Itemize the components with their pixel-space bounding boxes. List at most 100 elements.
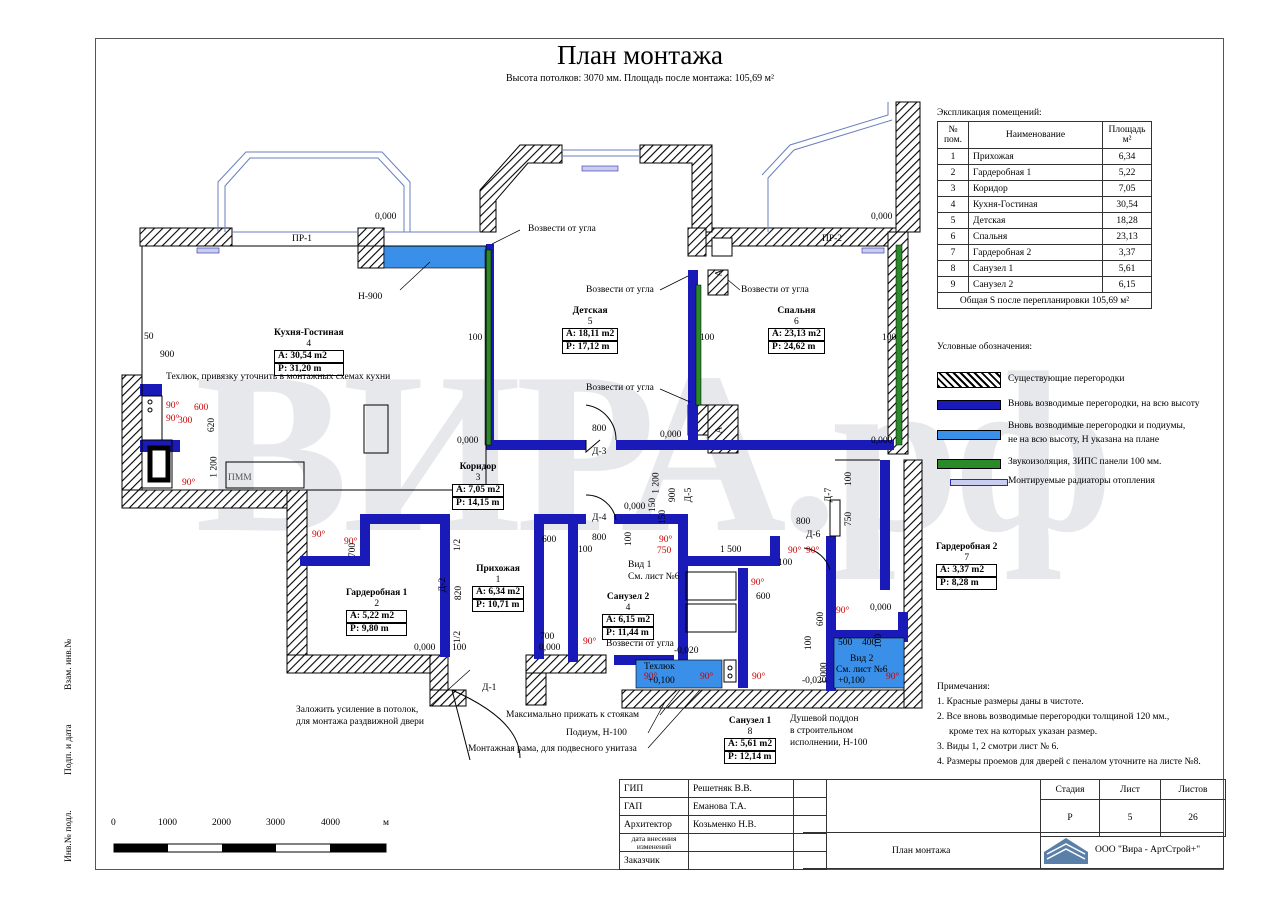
wall-existing: [525, 654, 607, 674]
wall-new: [880, 460, 890, 590]
dim: 600: [542, 535, 557, 545]
notes: Примечания: 1. Красные размеры даны в чи…: [937, 682, 1201, 767]
dim: 1 500: [720, 545, 742, 555]
wall-new: [770, 536, 780, 566]
wall-existing: [479, 144, 563, 233]
label-tehlyuk: Техлюк: [644, 662, 675, 672]
label-pr1: ПР-1: [292, 234, 313, 244]
wall-existing: [687, 227, 707, 257]
dim: 0,000: [871, 436, 893, 446]
note-montazh-rama: Монтажная рама, для подвесного унитаза: [468, 744, 637, 754]
dim: 100: [452, 643, 467, 653]
dim: 100: [882, 333, 897, 343]
title-block-divider: [803, 832, 1040, 833]
door-d6: Д-6: [806, 530, 821, 540]
legend-radiator: Монтируемые радиаторы отопления: [1008, 476, 1155, 486]
dim-angle: 90°: [644, 672, 658, 682]
legend-new: Вновь возводимые перегородки, на всю выс…: [1008, 399, 1200, 409]
dim: 100: [778, 558, 793, 568]
dim: +0,100: [648, 676, 675, 686]
wall-existing: [621, 689, 923, 709]
dim: 1/2: [453, 630, 464, 644]
radiator: [196, 247, 220, 254]
note-podium: Подиум, Н-100: [566, 728, 627, 738]
scale-bar: [113, 843, 387, 853]
dim: 1 200: [209, 456, 220, 478]
scale-label: 2000: [212, 818, 231, 828]
legend-swatch-new: [937, 400, 1001, 410]
dim-angle: 90°: [312, 530, 326, 540]
dim: 150: [648, 497, 659, 513]
company-cell: [1040, 832, 1224, 869]
company-logo: [1044, 838, 1088, 864]
dim-red: 300: [178, 416, 193, 426]
legend-swatch-radiator: [950, 479, 1008, 486]
sound-insulation: [895, 244, 903, 446]
dim: 900: [160, 350, 175, 360]
dim: 900: [668, 487, 679, 503]
wall-new: [486, 440, 586, 450]
wall-new: [360, 514, 450, 524]
door-d5: Д-5: [684, 487, 695, 503]
wall-new: [688, 270, 698, 450]
door-d3: Д-3: [592, 447, 607, 457]
dim: 0,000: [457, 436, 479, 446]
note-vozvesti-3: Возвести от угла: [741, 285, 809, 295]
wall-new: [300, 556, 370, 566]
wall-existing: [121, 489, 288, 509]
dim-angle: 90°: [752, 672, 766, 682]
dim: 700: [348, 542, 359, 558]
note-vozvesti-5: Возвести от угла: [606, 639, 674, 649]
dim-red: 750: [657, 546, 672, 556]
dim: 800: [592, 424, 607, 434]
section-a-bottom: А: [714, 426, 725, 434]
dim: 100: [874, 633, 885, 649]
dim: 100: [468, 333, 483, 343]
dim: 0,000: [870, 603, 892, 613]
note-vozvesti-2: Возвести от угла: [586, 285, 654, 295]
legend-title: Условные обозначения:: [937, 342, 1033, 352]
dim: 0,000: [414, 643, 436, 653]
wall-new: [440, 514, 450, 657]
wall-existing: [707, 269, 729, 296]
wall-new: [898, 612, 908, 642]
wall-existing: [895, 101, 921, 233]
note-dush-1: Душевой поддон: [790, 714, 859, 724]
wall-new: [826, 630, 906, 640]
dim: 100: [844, 471, 855, 487]
dim: 100: [700, 333, 715, 343]
note-h900: Н-900: [358, 292, 383, 302]
wall-partial: [635, 659, 723, 689]
wall-existing: [286, 489, 308, 671]
dim: +0,100: [838, 676, 865, 686]
dim: 0,000: [660, 430, 682, 440]
legend-swatch-partial: [937, 430, 1001, 440]
sheet-frame: [95, 38, 1224, 870]
dim: 150: [658, 509, 669, 525]
note-vid2b: См. лист №6: [836, 665, 888, 675]
door-d4: Д-4: [592, 513, 607, 523]
wall-new: [688, 556, 770, 566]
door-d1: Д-1: [482, 683, 497, 693]
dim-angle: 90°: [166, 414, 180, 424]
note-zalozhit-2: для монтажа раздвижной двери: [296, 717, 424, 727]
sound-insulation: [484, 249, 492, 446]
note-tehlyuk-kitchen: Техлюк, привязку уточнить в монтажных сх…: [166, 372, 391, 382]
dim: 800: [592, 533, 607, 543]
dim-angle: 90°: [166, 401, 180, 411]
note-zalozhit-1: Заложить усиление в потолок,: [296, 705, 419, 715]
note-vozvesti-1: Возвести от угла: [528, 224, 596, 234]
wall-existing: [286, 654, 448, 674]
door-d7: Д-7: [824, 487, 835, 503]
